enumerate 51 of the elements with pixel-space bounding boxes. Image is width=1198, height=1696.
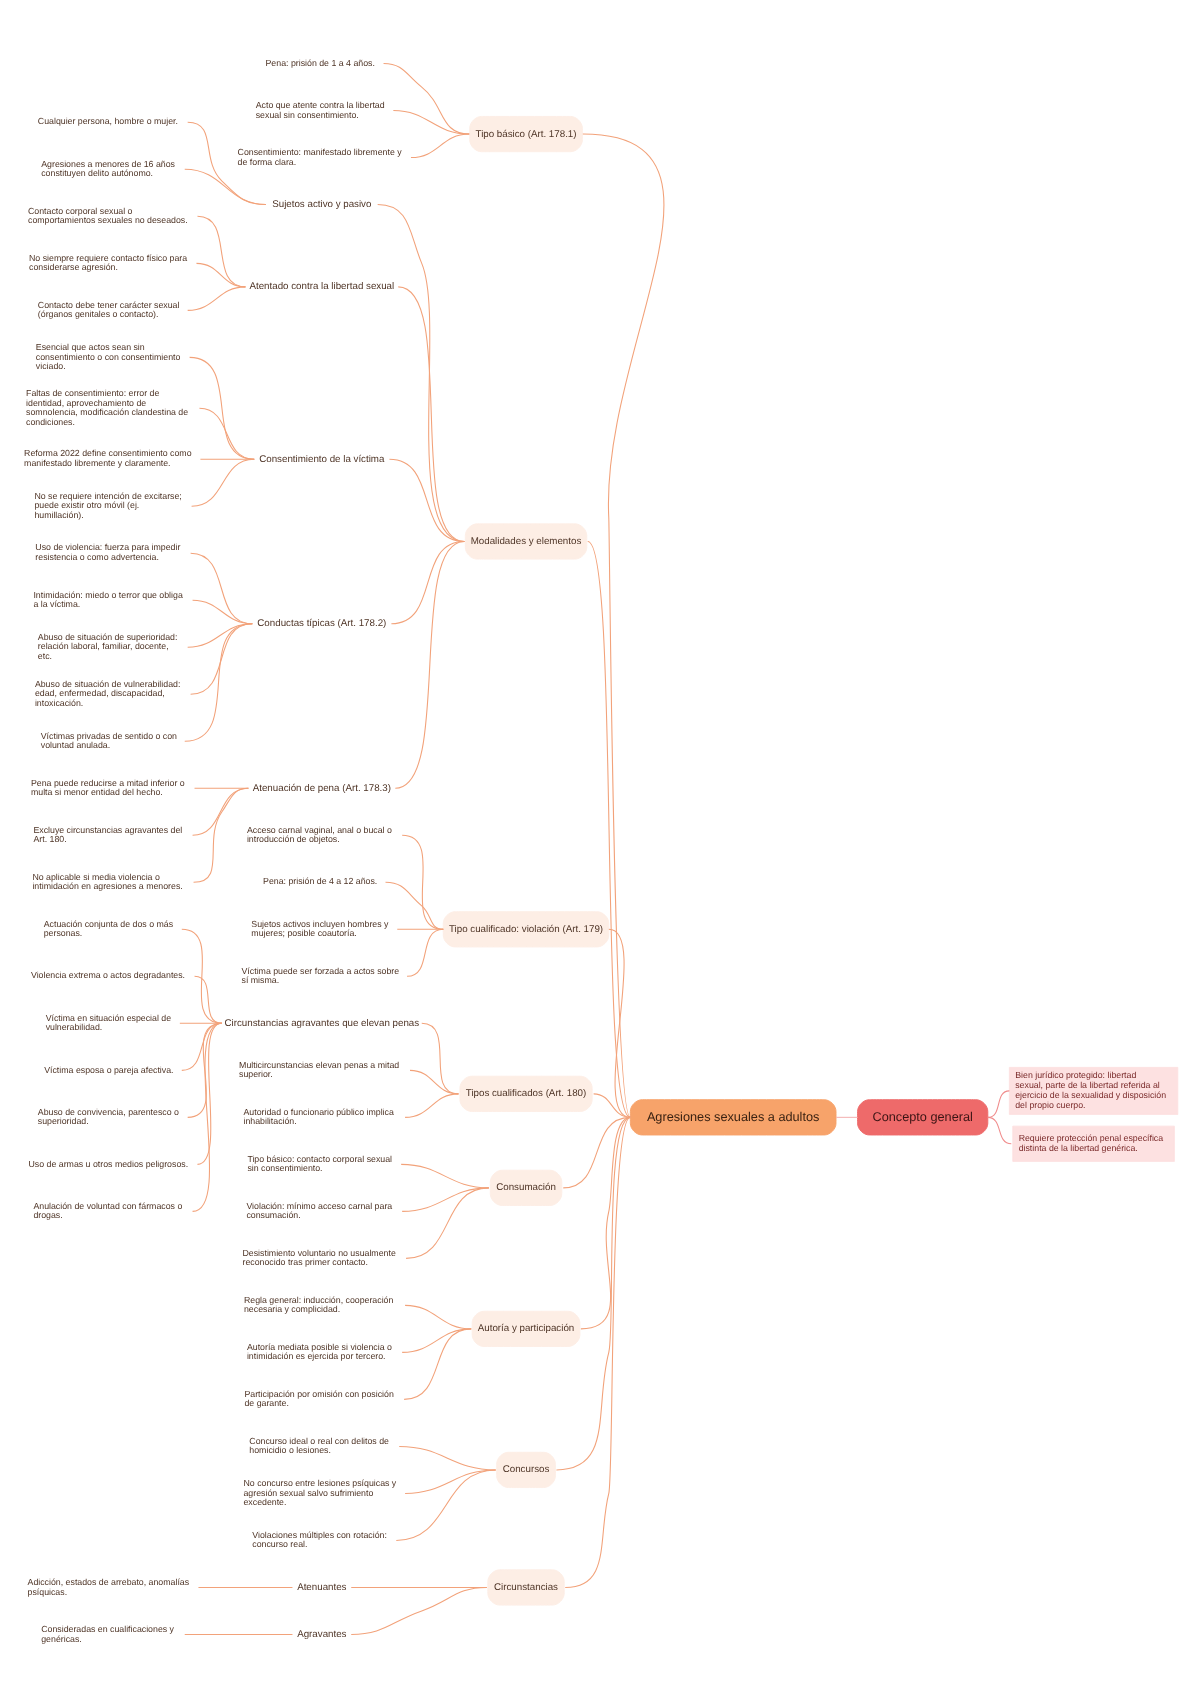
connector xyxy=(181,927,223,1023)
connector xyxy=(187,1021,223,1117)
connector xyxy=(384,880,444,929)
connector xyxy=(189,355,255,459)
connector xyxy=(194,974,223,1023)
connector xyxy=(987,1089,1010,1117)
connector xyxy=(196,1021,223,1164)
connector xyxy=(195,261,246,287)
connector xyxy=(190,622,253,694)
connector xyxy=(410,132,470,158)
connector xyxy=(394,539,465,788)
connector xyxy=(409,1068,459,1094)
connector xyxy=(401,1327,472,1352)
connector xyxy=(562,1115,631,1188)
connector xyxy=(197,1585,293,1587)
connector xyxy=(350,1585,488,1634)
connector xyxy=(184,1632,293,1634)
connector xyxy=(608,927,631,1117)
connector xyxy=(390,539,465,624)
connector xyxy=(555,1115,631,1470)
connector xyxy=(405,1186,490,1258)
connector xyxy=(987,1115,1012,1144)
connector xyxy=(401,1186,490,1211)
connector xyxy=(377,203,465,541)
connector xyxy=(395,1468,497,1540)
connector xyxy=(404,1468,497,1493)
connector xyxy=(193,786,249,882)
connector xyxy=(196,214,246,287)
connector xyxy=(587,539,631,1117)
connector xyxy=(187,285,246,310)
connector xyxy=(192,1021,223,1211)
connector xyxy=(396,927,444,929)
connector xyxy=(187,622,253,647)
connector xyxy=(397,285,465,541)
connector xyxy=(835,1115,859,1117)
connector xyxy=(403,1327,472,1399)
connector xyxy=(582,132,665,1117)
connector xyxy=(421,1021,459,1094)
connector xyxy=(593,1092,631,1117)
connector xyxy=(564,1115,631,1587)
connector xyxy=(404,1092,459,1117)
connector xyxy=(184,167,267,205)
connector xyxy=(184,622,253,741)
connector xyxy=(392,109,470,134)
connector xyxy=(406,927,444,976)
connector xyxy=(198,406,255,459)
connector xyxy=(190,551,253,624)
connector xyxy=(388,457,465,541)
connector xyxy=(191,457,255,506)
connector xyxy=(383,62,470,134)
connector xyxy=(580,1115,631,1329)
